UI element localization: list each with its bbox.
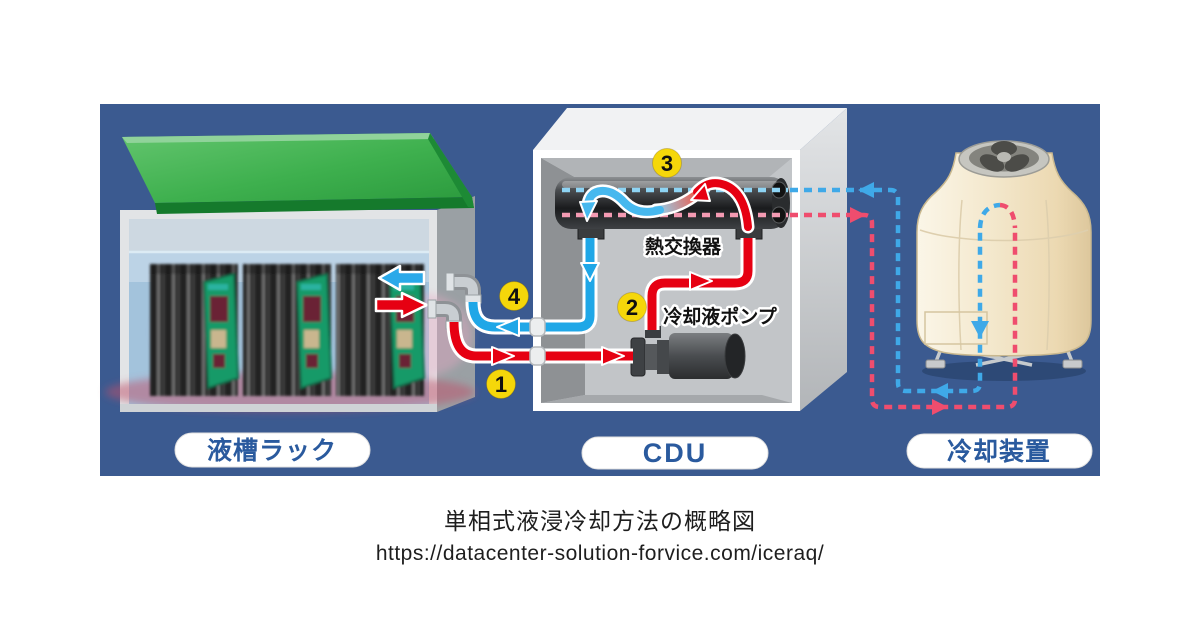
cdu-pill — [581, 436, 769, 470]
coolant-pump — [630, 326, 746, 379]
server-modules — [150, 264, 426, 396]
cold-dashed-down-arrow-icon — [971, 321, 989, 338]
secondary-loop-dashed — [790, 187, 1018, 410]
cdu-interior-floor — [541, 395, 792, 403]
hot-dashed-arrow-icon — [850, 207, 866, 223]
immersion-tank — [105, 133, 475, 412]
pump-collar — [645, 344, 657, 370]
heat-exchanger — [555, 176, 790, 240]
badge-4-circle — [499, 281, 529, 311]
tank-lid-top — [122, 133, 472, 203]
hot-dashed-loop — [790, 212, 1018, 410]
coolant-pump-label: 冷却液ポンプ — [663, 305, 777, 328]
tower-access-panel — [924, 311, 988, 345]
cdu-top-face — [533, 108, 847, 150]
pump-ring — [657, 340, 671, 374]
tower-arch-hot-half — [999, 202, 1018, 229]
tower-seam — [1045, 199, 1050, 351]
cold-flow-into-tank-arrow-icon — [377, 264, 426, 292]
hot-flow-out-of-tank-arrow-icon — [374, 291, 429, 319]
cdu-pill-label: CDU — [643, 438, 708, 468]
pump-end-cap — [724, 333, 746, 379]
pump-motor-body — [669, 333, 733, 379]
hot-pipe-arrow-icon — [491, 346, 515, 366]
badge-2-number: 2 — [626, 295, 638, 320]
wall-sleeve-connector — [529, 317, 546, 337]
tower-ground-shadow — [922, 361, 1086, 381]
cold-dashed-loop — [790, 187, 983, 394]
tower-shoulder-seam — [919, 229, 1089, 242]
flow-step-badges: 1 2 3 4 — [486, 148, 682, 399]
tank-pill-label: 液槽ラック — [207, 436, 337, 465]
badge-4-number: 4 — [508, 284, 521, 309]
cold-pipe-down-arrow-icon — [580, 262, 600, 282]
cold-wave-arrowhead-icon — [579, 200, 598, 222]
cold-pipe-arrow-icon — [496, 317, 520, 337]
wall-sleeve-connector — [529, 346, 546, 366]
tank-bottom-lip — [120, 404, 437, 412]
tank-lid-side-edge — [428, 133, 474, 208]
tower-fan-icon — [958, 140, 1050, 178]
dashed-loop-arrowheads — [850, 182, 989, 415]
caption-url: https://datacenter-solution-forvice.com/… — [375, 542, 825, 565]
server-module — [150, 264, 240, 396]
component-name-pills: 液槽ラック CDU 冷却装置 — [174, 432, 1093, 470]
caption-title: 単相式液浸冷却方法の概略図 — [444, 508, 756, 534]
heat-exchanger-label: 熱交換器 — [645, 235, 722, 258]
heat-exchange-wave-arrows — [579, 176, 755, 234]
hot-pipe-arrow-icon — [689, 271, 713, 291]
primary-coolant-pipes — [427, 238, 756, 366]
hot-pipe-arrow-icon — [601, 346, 625, 366]
pump-inlet-flange — [630, 337, 646, 377]
hot-pipe — [449, 321, 633, 361]
cooler-pill-label: 冷却装置 — [947, 437, 1051, 466]
tower-foot — [925, 359, 946, 369]
server-module — [336, 264, 426, 396]
cold-dashed-arrow-icon — [932, 383, 948, 399]
badge-3-number: 3 — [661, 151, 673, 176]
tower-arch-cold-half — [977, 202, 1001, 229]
tower-foot — [1062, 359, 1083, 369]
cooling-tower — [916, 140, 1092, 381]
hot-wave-arrowhead-icon — [690, 183, 711, 202]
server-module — [243, 264, 333, 396]
cold-pipe — [468, 238, 595, 332]
badge-2-circle — [617, 292, 647, 322]
badge-1-number: 1 — [495, 372, 507, 397]
tank-lid-highlight — [122, 133, 434, 143]
cooler-pill — [906, 433, 1093, 469]
tank-pill — [174, 432, 371, 468]
cold-dashed-arrow-icon — [858, 182, 874, 198]
badge-1-circle — [486, 369, 516, 399]
badge-3-circle — [652, 148, 682, 178]
hot-dashed-arrow-icon — [932, 399, 948, 415]
tank-lid-front-edge — [155, 197, 474, 214]
tower-body — [916, 152, 1092, 357]
cdu-right-face — [800, 108, 847, 411]
tower-seam — [958, 199, 963, 351]
heat-exchanger-foot — [577, 227, 605, 240]
